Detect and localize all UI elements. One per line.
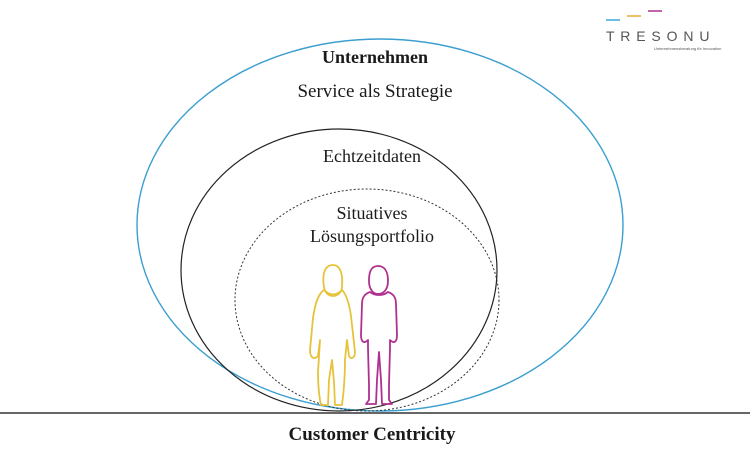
inner-label-line1: Situatives [337,203,408,223]
baseline-label: Customer Centricity [289,424,456,445]
inner-ring-loesungsportfolio [234,188,500,412]
middle-label: Echtzeitdaten [323,146,421,166]
logo-tagline: Unternehmensberatung für Innovation [654,46,721,51]
outer-ring-unternehmen [136,38,624,412]
inner-label-line2: Lösungsportfolio [310,226,434,246]
logo-wordmark: T R E S O N U [606,28,711,44]
woman-figure-icon [309,264,356,406]
man-figure-icon [360,265,398,405]
tresonu-logo: T R E S O N U Unternehmensberatung für I… [606,10,721,51]
outer-sublabel: Service als Strategie [297,81,452,102]
outer-label: Unternehmen [322,47,428,67]
middle-ring-echtzeitdaten [180,128,498,412]
